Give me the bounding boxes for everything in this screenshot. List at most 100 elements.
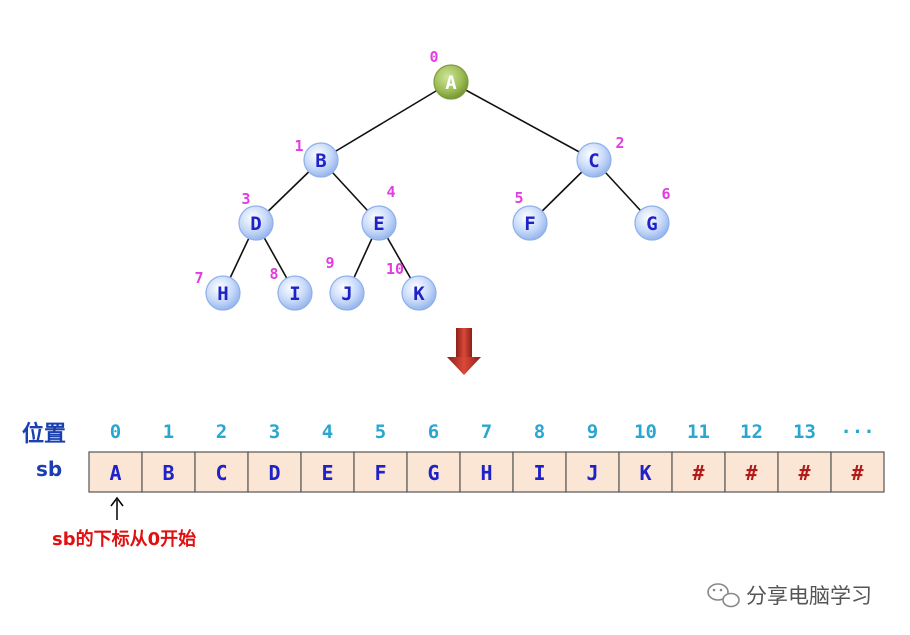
up-pointer-arrow-icon <box>110 496 124 520</box>
position-label-11: 11 <box>687 421 710 443</box>
array-cell-value: # <box>745 461 757 485</box>
tree-node-circle <box>238 205 274 241</box>
tree-edges <box>222 81 653 294</box>
tree-node-label: J <box>341 283 352 305</box>
tree-node-circle <box>634 205 670 241</box>
array-index-note: sb的下标从0开始 <box>52 528 196 550</box>
tree-node-index: 4 <box>386 183 395 201</box>
position-label-9: 9 <box>587 421 598 443</box>
position-row-label: 位置 <box>22 421 66 447</box>
position-label-6: 6 <box>428 421 439 443</box>
tree-node-circle <box>205 275 241 311</box>
tree-node-F: F5 <box>512 189 548 241</box>
position-label-2: 2 <box>216 421 227 443</box>
tree-node-label: F <box>524 213 535 235</box>
tree-node-index: 1 <box>294 137 303 155</box>
array-cell-14: # <box>830 451 885 493</box>
position-label-8: 8 <box>534 421 545 443</box>
array-cell-6: G <box>406 451 461 493</box>
tree-node-label: K <box>413 283 425 305</box>
array-cell-box <box>88 451 143 493</box>
tree-node-label: H <box>217 283 228 305</box>
array-cell-value: G <box>427 461 439 485</box>
tree-node-circle <box>277 275 313 311</box>
array-cell-0: A <box>88 451 143 493</box>
array-cell-value: E <box>321 461 333 485</box>
tree-node-index: 8 <box>269 265 278 283</box>
tree-node-G: G6 <box>634 185 671 241</box>
tree-node-index: 7 <box>194 269 203 287</box>
tree-node-label: I <box>289 283 300 305</box>
position-label-4: 4 <box>322 421 333 443</box>
tree-node-I: I8 <box>269 265 313 311</box>
array-cell-4: E <box>300 451 355 493</box>
sb-row-label: sb <box>36 457 62 481</box>
array-cell-box <box>724 451 779 493</box>
array-cell-value: B <box>162 461 174 485</box>
tree-node-J: J9 <box>325 254 365 311</box>
tree-node-label: C <box>588 150 599 172</box>
tree-node-circle <box>303 142 339 178</box>
watermark-text: 分享电脑学习 <box>746 584 872 608</box>
array-cell-box <box>830 451 885 493</box>
tree-node-index: 9 <box>325 254 334 272</box>
array-cell-10: K <box>618 451 673 493</box>
array-cell-value: H <box>480 461 492 485</box>
wechat-icon <box>707 583 740 608</box>
tree-node-A: A0 <box>429 48 469 100</box>
position-label-13: 13 <box>793 421 816 443</box>
array-cell-box <box>300 451 355 493</box>
position-label-1: 1 <box>163 421 174 443</box>
tree-edge-A-C <box>450 81 595 161</box>
array-cell-value: # <box>692 461 704 485</box>
array-cell-box <box>565 451 620 493</box>
array-cell-1: B <box>141 451 196 493</box>
position-label-12: 12 <box>740 421 763 443</box>
tree-node-circle <box>433 64 469 100</box>
position-label-10: 10 <box>634 421 657 443</box>
array-cell-3: D <box>247 451 302 493</box>
tree-node-label: D <box>250 213 261 235</box>
down-arrow-icon <box>447 328 481 375</box>
position-label-14: ··· <box>840 421 874 443</box>
tree-node-index: 2 <box>615 134 624 152</box>
array-cell-box <box>671 451 726 493</box>
array-cell-value: F <box>374 461 386 485</box>
tree-node-circle <box>329 275 365 311</box>
tree-node-index: 3 <box>241 190 250 208</box>
tree-node-circle <box>401 275 437 311</box>
tree-node-index: 10 <box>386 260 404 278</box>
array-cell-13: # <box>777 451 832 493</box>
position-label-3: 3 <box>269 421 280 443</box>
array-cell-value: I <box>533 461 545 485</box>
tree-edge-A-B <box>320 81 452 161</box>
tree-node-label: B <box>315 150 326 172</box>
tree-node-label: E <box>373 213 384 235</box>
tree-node-circle <box>512 205 548 241</box>
tree-node-index: 6 <box>661 185 670 203</box>
array-cell-5: F <box>353 451 408 493</box>
array-cell-11: # <box>671 451 726 493</box>
array-cell-value: # <box>851 461 863 485</box>
array-cell-value: A <box>109 461 121 485</box>
tree-node-B: B1 <box>294 137 339 178</box>
array-cell-8: I <box>512 451 567 493</box>
array-cell-value: K <box>639 461 651 485</box>
array-cell-2: C <box>194 451 249 493</box>
tree-node-K: K 10 <box>386 260 437 311</box>
tree-node-circle <box>576 142 612 178</box>
tree-node-E: E4 <box>361 183 397 241</box>
tree-node-H: H7 <box>194 269 241 311</box>
tree-node-label: G <box>646 213 657 235</box>
array-cell-box <box>141 451 196 493</box>
array-cell-value: # <box>798 461 810 485</box>
array-cell-value: D <box>268 461 280 485</box>
position-label-7: 7 <box>481 421 492 443</box>
array-cell-value: C <box>215 461 227 485</box>
tree-node-index: 5 <box>514 189 523 207</box>
array-cell-7: H <box>459 451 514 493</box>
